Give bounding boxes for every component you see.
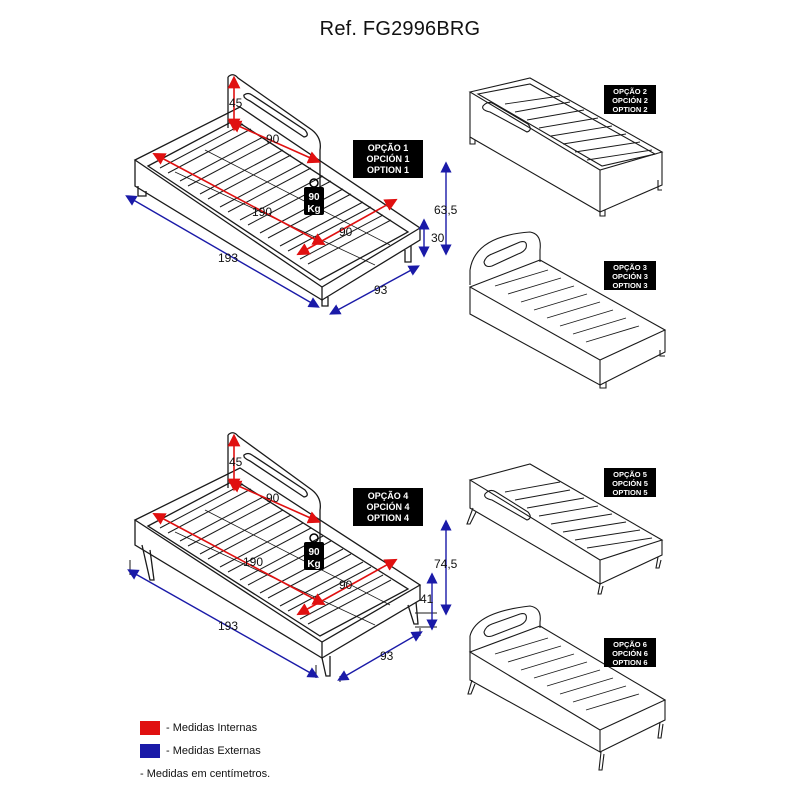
units-note: - Medidas em centímetros. (140, 768, 271, 780)
option-3-pt: OPÇÃO 3 (613, 263, 647, 272)
option-6-en: OPTION 6 (612, 658, 647, 667)
dim-193-bottom: 193 (218, 619, 238, 633)
internal-swatch (140, 721, 160, 735)
weight-value-top: 90 (308, 192, 320, 203)
option-4-es: OPCIÓN 4 (366, 501, 409, 512)
legend-internal: - Medidas Internas (140, 721, 257, 735)
dim-93-top: 93 (374, 283, 388, 297)
option-5-es: OPCIÓN 5 (612, 479, 648, 488)
dim-90b-bottom: 90 (339, 578, 353, 592)
bed-option-1 (133, 74, 422, 307)
option-3-en: OPTION 3 (612, 281, 647, 290)
slats-option-6 (494, 637, 640, 711)
weight-unit-top: Kg (307, 204, 320, 215)
external-dimensions-option-1 (125, 161, 452, 315)
dim-90a-top: 90 (266, 132, 280, 146)
bed-option-2 (468, 77, 664, 217)
reference-title: Ref. FG2996BRG (319, 18, 481, 40)
slats-option-2 (504, 95, 653, 161)
bed-option-6 (467, 605, 667, 771)
slats-option-3 (494, 269, 640, 343)
option-6-pt: OPÇÃO 6 (613, 640, 647, 649)
weight-value-bottom: 90 (308, 547, 320, 558)
dim-190-top: 190 (252, 205, 272, 219)
dim-190-bottom: 190 (243, 555, 263, 569)
dim-30-top: 30 (431, 231, 445, 245)
option-1-pt: OPÇÃO 1 (368, 143, 409, 153)
dim-45-bottom: 45 (229, 455, 243, 469)
dim-90a-bottom: 90 (266, 491, 280, 505)
dim-93-bottom: 93 (380, 649, 394, 663)
legend-internal-label: - Medidas Internas (166, 721, 258, 734)
option-4-badge (353, 488, 423, 526)
option-5-en: OPTION 5 (612, 488, 647, 497)
option-3-badge (604, 261, 656, 290)
option-1-badge (353, 140, 423, 178)
bed-option-4 (133, 432, 422, 677)
weight-badge-bottom (304, 533, 324, 570)
bed-option-5 (466, 463, 664, 595)
option-3-es: OPCIÓN 3 (612, 272, 648, 281)
legend-external-label: - Medidas Externas (166, 744, 261, 757)
dim-193-top: 193 (218, 251, 238, 265)
option-2-pt: OPÇÃO 2 (613, 87, 647, 96)
weight-unit-bottom: Kg (307, 559, 320, 570)
option-4-en: OPTION 4 (367, 513, 409, 523)
option-2-en: OPTION 2 (612, 105, 647, 114)
dim-45-top: 45 (229, 96, 243, 110)
slats-option-5 (504, 481, 653, 549)
option-4-pt: OPÇÃO 4 (368, 491, 409, 501)
option-5-pt: OPÇÃO 5 (613, 470, 647, 479)
dim-90b-top: 90 (339, 225, 353, 239)
dim-745-bottom: 74,5 (434, 557, 458, 571)
dim-635-top: 63,5 (434, 203, 458, 217)
option-6-es: OPCIÓN 6 (612, 649, 648, 658)
option-1-en: OPTION 1 (367, 165, 409, 175)
legend-external: - Medidas Externas (140, 744, 261, 758)
option-2-badge (604, 85, 656, 114)
option-5-badge (604, 468, 656, 497)
dim-41-bottom: 41 (420, 592, 434, 606)
external-swatch (140, 744, 160, 758)
external-dimension-arrows-option-4 (127, 519, 452, 681)
option-2-es: OPCIÓN 2 (612, 96, 648, 105)
option-6-badge (604, 638, 656, 667)
bed-option-3 (468, 231, 667, 389)
option-1-es: OPCIÓN 1 (366, 153, 409, 164)
